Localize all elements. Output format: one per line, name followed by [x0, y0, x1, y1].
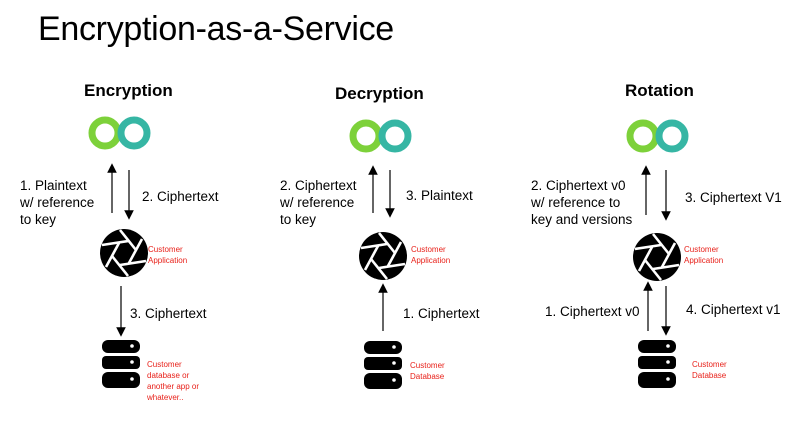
decryption-app-label: Customer Application — [411, 245, 451, 265]
camera-shutter-icon — [359, 232, 407, 280]
encryption-up-label: 1. Plaintext w/ reference to key — [20, 178, 95, 227]
vault-infinity-logo-icon — [626, 119, 689, 153]
decryption-db-label: Customer Database — [410, 361, 445, 381]
rotation-heading: Rotation — [625, 81, 694, 100]
database-icon — [102, 340, 140, 388]
decryption-bottom-label: 1. Ciphertext — [403, 306, 480, 321]
decryption-heading: Decryption — [335, 84, 424, 103]
encryption-bottom-label: 3. Ciphertext — [130, 306, 207, 321]
vault-infinity-logo-icon — [88, 116, 151, 150]
camera-shutter-icon — [633, 233, 681, 281]
rotation-app-label: Customer Application — [684, 245, 724, 265]
database-icon — [364, 341, 402, 389]
decryption-down-label: 3. Plaintext — [406, 188, 473, 203]
encryption-app-label: Customer Application — [148, 245, 188, 265]
rotation-up-label: 2. Ciphertext v0 w/ reference to key and… — [531, 178, 633, 227]
rotation-db-label: Customer Database — [692, 360, 727, 380]
vault-infinity-logo-icon — [349, 119, 412, 153]
encryption-down-label: 2. Ciphertext — [142, 189, 219, 204]
decryption-up-label: 2. Ciphertext w/ reference to key — [280, 178, 357, 227]
encryption-db-label: Customer database or another app or what… — [147, 360, 200, 402]
page-title: Encryption-as-a-Service — [38, 10, 394, 48]
rotation-bottom-left-label: 1. Ciphertext v0 — [545, 304, 640, 319]
database-icon — [638, 340, 676, 388]
rotation-down-label: 3. Ciphertext V1 — [685, 190, 782, 205]
camera-shutter-icon — [100, 229, 148, 277]
encryption-heading: Encryption — [84, 81, 173, 100]
rotation-bottom-right-label: 4. Ciphertext v1 — [686, 302, 781, 317]
